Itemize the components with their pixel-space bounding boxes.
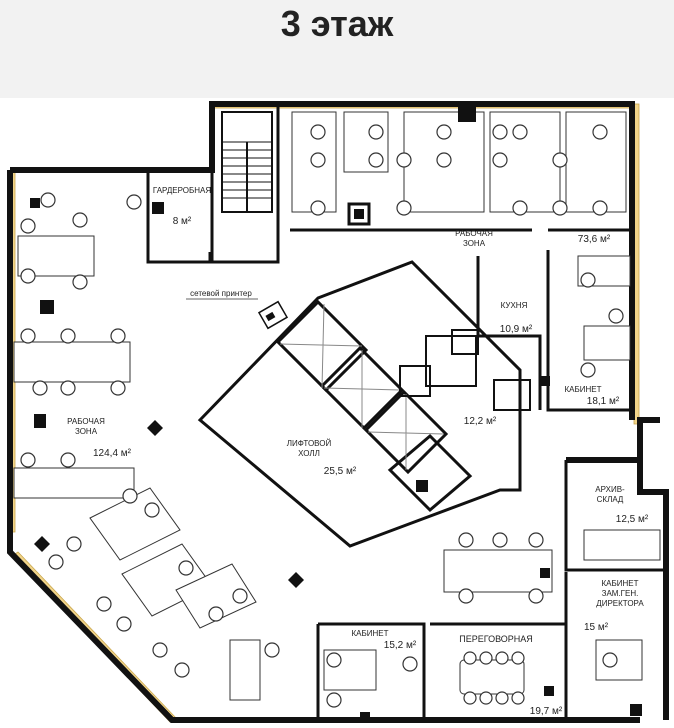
chairs: [20, 124, 624, 708]
lift-hall-name-line1: ЛИФТОВОЙ: [287, 439, 332, 448]
deputy-office-name-line3: ДИРЕКТОРА: [596, 599, 644, 608]
partitions: [146, 104, 666, 720]
kitchen-name: КУХНЯ: [501, 301, 528, 310]
archive-name-line2: СКЛАД: [597, 495, 624, 504]
office-bottom-area: 15,2 м²: [384, 640, 417, 651]
floor-plan: ГАРДЕРОБНАЯ 8 м² РАБОЧАЯ ЗОНА 73,6 м² КУ…: [7, 101, 669, 723]
office-right-area: 18,1 м²: [587, 396, 620, 407]
office-bottom-name: КАБИНЕТ: [352, 629, 389, 638]
work-left-name-line1: РАБОЧАЯ: [67, 417, 105, 426]
deputy-office-name-line1: КАБИНЕТ: [602, 579, 639, 588]
walls: [7, 101, 669, 723]
header-banner: [0, 0, 674, 98]
wc-block: [399, 329, 531, 411]
lift-hall-name-line2: ХОЛЛ: [298, 449, 320, 458]
archive-area: 12,5 м²: [616, 514, 649, 525]
printer-icon: [257, 300, 289, 330]
work-top-name-line2: ЗОНА: [463, 239, 486, 248]
lift-hall-area: 25,5 м²: [324, 466, 357, 477]
archive-name-line1: АРХИВ-: [595, 485, 625, 494]
office-right-name: КАБИНЕТ: [565, 385, 602, 394]
deputy-office-area: 15 м²: [584, 622, 609, 633]
work-left-name-line2: ЗОНА: [75, 427, 98, 436]
columns: [30, 104, 642, 722]
wc-area: 12,2 м²: [464, 416, 497, 427]
stairs: [221, 111, 273, 213]
lift-core: [197, 260, 522, 548]
desks: [13, 111, 661, 701]
printer-label: сетевой принтер: [190, 289, 252, 298]
meeting-name: ПЕРЕГОВОРНАЯ: [459, 634, 533, 644]
work-top-area: 73,6 м²: [578, 234, 611, 245]
kitchen-area: 10,9 м²: [500, 324, 533, 335]
wardrobe-name: ГАРДЕРОБНАЯ: [153, 186, 211, 195]
work-top-name-line1: РАБОЧАЯ: [455, 229, 493, 238]
work-left-area: 124,4 м²: [93, 448, 132, 459]
wardrobe-area: 8 м²: [173, 216, 192, 227]
meeting-area: 19,7 м²: [530, 706, 563, 717]
floor-title: 3 этаж: [280, 3, 394, 44]
deputy-office-name-line2: ЗАМ.ГЕН.: [602, 589, 639, 598]
